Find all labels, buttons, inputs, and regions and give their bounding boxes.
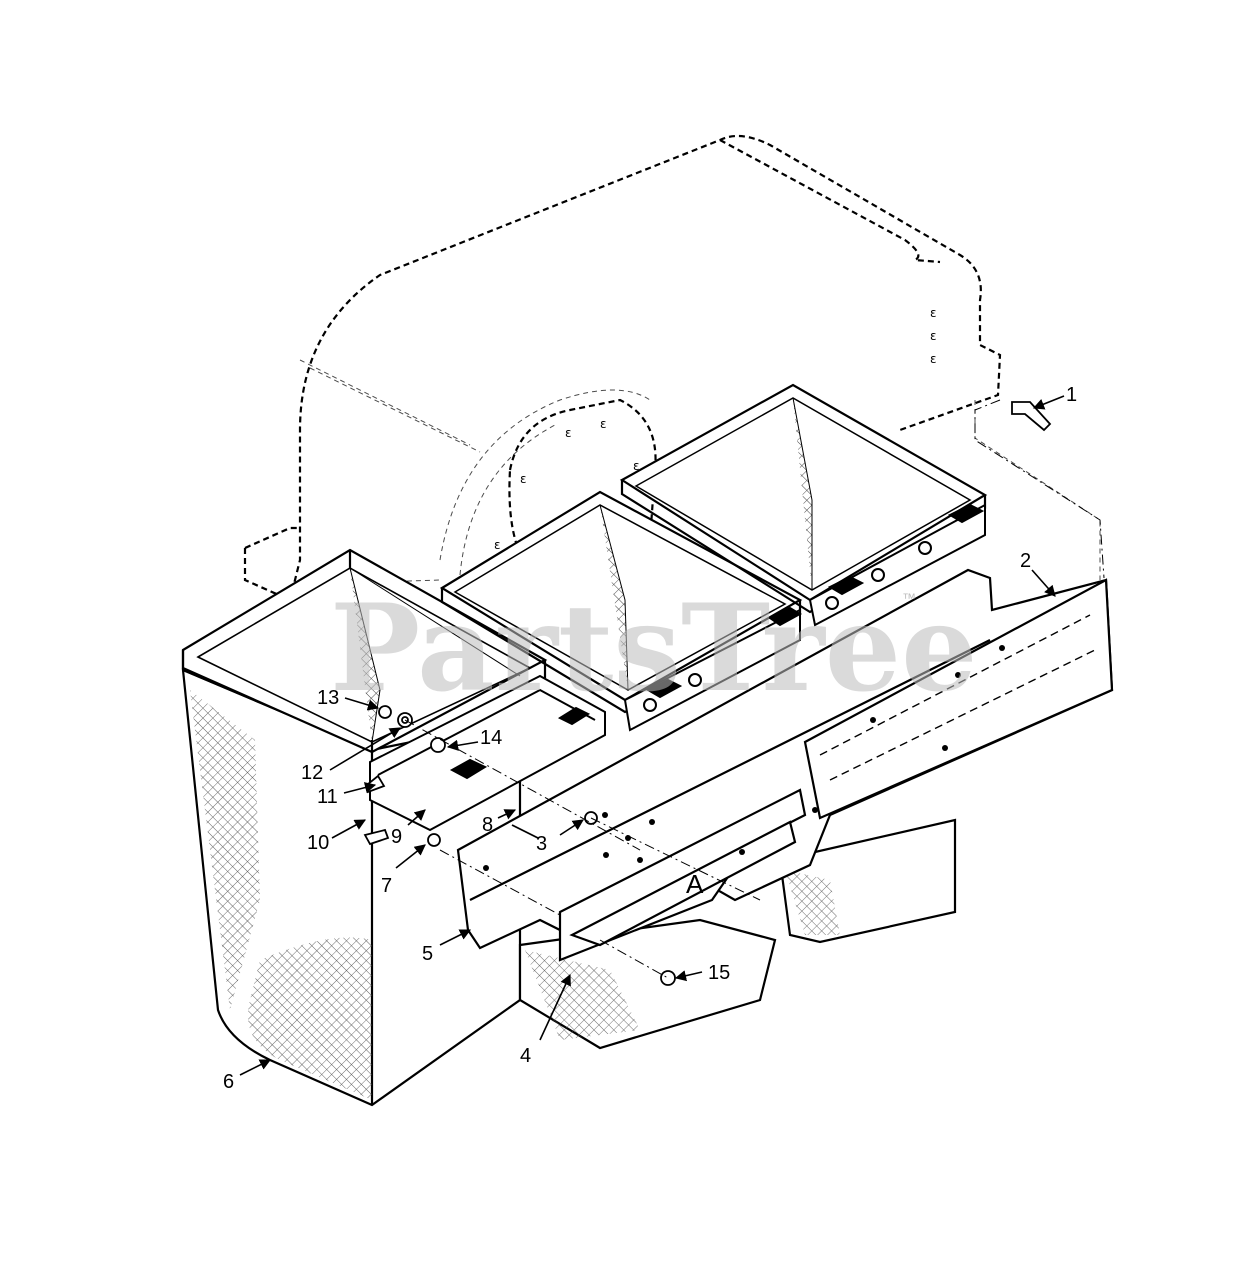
callout-12: 12	[301, 762, 323, 784]
middle-bag	[439, 490, 803, 1050]
svg-text:ɛ: ɛ	[520, 472, 527, 486]
svg-text:ɛ: ɛ	[930, 329, 937, 343]
callout-5: 5	[422, 943, 433, 965]
callout-2: 2	[1020, 550, 1031, 572]
svg-text:ɛ: ɛ	[565, 426, 572, 440]
callout-arrows	[239, 395, 1065, 1076]
callout-1: 1	[1066, 384, 1077, 406]
callout-labels: 1 2 3 4 5 6 7 8 9 10 11 12 13 14 15 A	[223, 384, 1077, 1093]
callout-8: 8	[482, 814, 493, 836]
hardware	[363, 401, 1052, 986]
callout-14: 14	[480, 727, 502, 749]
callout-15: 15	[708, 962, 730, 984]
svg-text:ɛ: ɛ	[930, 352, 937, 366]
callout-7: 7	[381, 875, 392, 897]
watermark: PartsTree	[330, 578, 977, 719]
leader-lines	[404, 399, 1105, 979]
view-label-a: A	[686, 869, 704, 899]
callout-9: 9	[391, 826, 402, 848]
callout-3: 3	[536, 833, 547, 855]
watermark-trademark: ™	[902, 590, 916, 606]
right-bag	[619, 383, 988, 944]
callout-10: 10	[307, 832, 329, 854]
svg-text:ɛ: ɛ	[494, 538, 501, 552]
front-panel	[456, 568, 1114, 962]
callout-6: 6	[223, 1071, 234, 1093]
callout-11: 11	[317, 786, 338, 808]
callout-4: 4	[520, 1045, 531, 1067]
svg-text:ɛ: ɛ	[633, 459, 640, 473]
callout-13: 13	[317, 687, 339, 709]
svg-text:ɛ: ɛ	[600, 417, 607, 431]
svg-text:ɛ: ɛ	[930, 306, 937, 320]
panel-holes	[483, 645, 1005, 871]
